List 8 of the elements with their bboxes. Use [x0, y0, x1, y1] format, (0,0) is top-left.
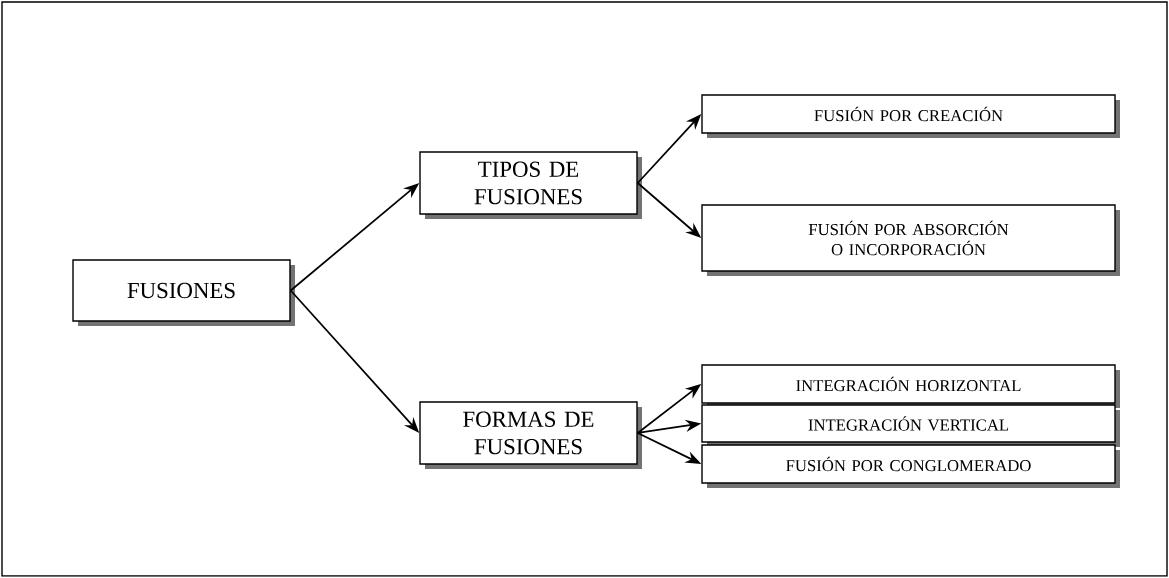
text-box: FUSIONES: [72, 259, 295, 326]
text-box: TIPOS DE FUSIONES: [419, 151, 642, 219]
text-box: INTEGRACIÓN HORIZONTAL: [701, 364, 1120, 408]
text-box: FUSIÓN POR CREACIÓN: [701, 94, 1120, 138]
text-box: INTEGRACIÓN VERTICAL: [701, 404, 1120, 447]
text-box: FORMAS DE FUSIONES: [419, 401, 642, 469]
text-box: FUSIÓN POR CONGLOMERADO: [701, 444, 1120, 488]
text-box: FUSIÓN POR ABSORCIÓN O INCORPORACIÓN: [701, 204, 1120, 276]
